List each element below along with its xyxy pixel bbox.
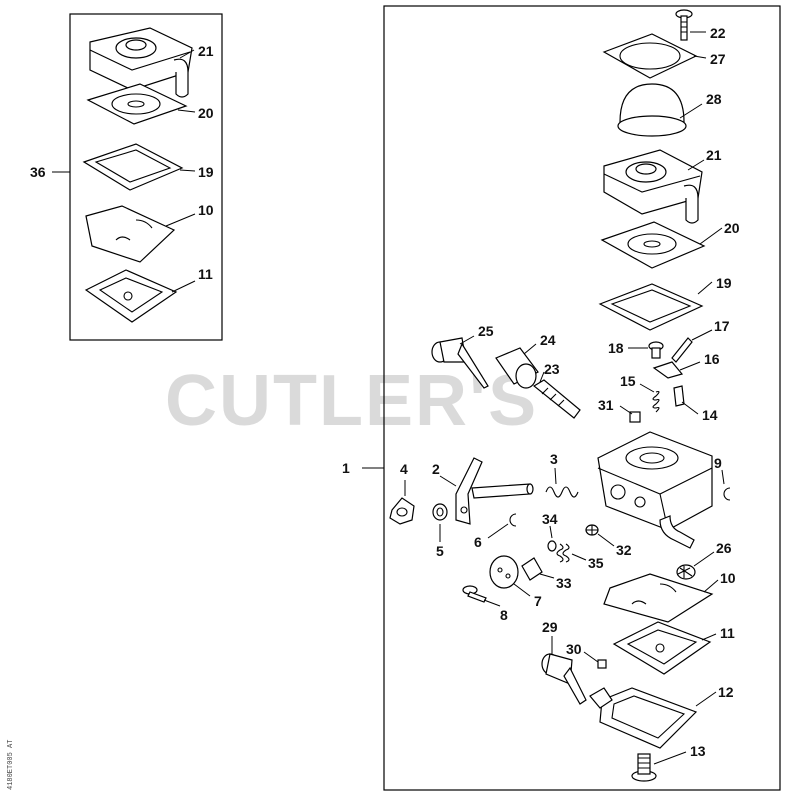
adjusting-screw-icon — [431, 337, 489, 389]
metering-diaphragm-icon — [85, 205, 176, 263]
throttle-plate-icon — [489, 555, 519, 589]
callout-13: 13 — [690, 743, 706, 759]
callout-29: 29 — [542, 619, 558, 635]
callout-16: 16 — [704, 351, 720, 367]
callout-21: 21 — [706, 147, 722, 163]
callout-7: 7 — [534, 593, 542, 609]
callout-35: 35 — [588, 555, 604, 571]
callout-34: 34 — [542, 511, 558, 527]
limiter-cap-icon — [495, 347, 539, 389]
callout-22: 22 — [710, 25, 726, 41]
callout-27: 27 — [710, 51, 726, 67]
metering-diaphragm-icon — [603, 573, 714, 623]
throttle-shaft-icon — [455, 457, 534, 525]
callout-9: 9 — [714, 455, 722, 471]
callout-4: 4 — [400, 461, 408, 477]
metering-gasket-icon — [84, 269, 178, 323]
callout-3: 3 — [550, 451, 558, 467]
screw-icon — [648, 341, 664, 359]
inlet-lever-icon — [652, 361, 684, 379]
screw-icon — [675, 9, 693, 41]
callout-10: 10 — [720, 570, 736, 586]
callout-18: 18 — [608, 340, 624, 356]
kit-frame — [69, 13, 223, 341]
callout-1: 1 — [342, 460, 350, 476]
callout-11: 11 — [720, 625, 735, 641]
inlet-needle-icon — [673, 385, 685, 407]
callout-23: 23 — [544, 361, 560, 377]
spring-icon — [545, 486, 579, 498]
left-callout-20: 20 — [198, 105, 214, 121]
carburetor-body-icon — [597, 431, 713, 549]
left-callout-21: 21 — [198, 43, 214, 59]
filter-screen-icon — [676, 564, 696, 580]
plug-icon — [521, 557, 543, 581]
callout-15: 15 — [620, 373, 636, 389]
end-cover-icon — [589, 687, 698, 749]
metering-gasket-icon — [612, 621, 712, 675]
callout-32: 32 — [616, 542, 632, 558]
callout-28: 28 — [706, 91, 722, 107]
callout-2: 2 — [432, 461, 440, 477]
diaphragm-icon — [600, 221, 706, 269]
callout-30: 30 — [566, 641, 582, 657]
callout-6: 6 — [474, 534, 482, 550]
clip-icon — [509, 513, 517, 527]
adjusting-screw-icon — [532, 379, 581, 419]
left-callout-10: 10 — [198, 202, 214, 218]
primer-bulb-icon — [617, 83, 687, 137]
assembly-frame — [383, 5, 781, 791]
drawing-code: 4180ET005 AT — [7, 740, 15, 790]
callout-19: 19 — [716, 275, 732, 291]
washer-icon — [432, 503, 448, 521]
pump-cover-icon — [603, 149, 703, 224]
nut-icon — [389, 497, 415, 525]
diaphragm-icon — [86, 83, 188, 125]
callout-8: 8 — [500, 607, 508, 623]
watermark: CUTLER'S — [165, 361, 538, 441]
callout-12: 12 — [718, 684, 734, 700]
callout-20: 20 — [724, 220, 740, 236]
plug-icon — [597, 659, 607, 669]
callout-24: 24 — [540, 332, 556, 348]
nozzle-icon — [629, 411, 641, 423]
callout-36: 36 — [30, 164, 46, 180]
screw-icon — [631, 753, 657, 782]
callout-5: 5 — [436, 543, 444, 559]
gasket-icon — [598, 283, 704, 331]
left-callout-19: 19 — [198, 164, 214, 180]
callout-26: 26 — [716, 540, 732, 556]
callout-25: 25 — [478, 323, 494, 339]
spring-icon — [556, 543, 570, 563]
check-valve-icon — [585, 524, 599, 536]
check-valve-icon — [547, 540, 557, 552]
clip-icon — [723, 487, 731, 501]
callout-14: 14 — [702, 407, 718, 423]
adjusting-screw-icon — [541, 653, 587, 705]
spring-icon — [652, 390, 660, 413]
callout-31: 31 — [598, 397, 614, 413]
pin-icon — [671, 337, 693, 363]
screw-icon — [462, 585, 487, 603]
callout-33: 33 — [556, 575, 572, 591]
pump-cover-icon — [89, 27, 193, 98]
gasket-icon — [82, 143, 184, 191]
callout-17: 17 — [714, 318, 730, 334]
left-callout-11: 11 — [198, 266, 213, 282]
cover-plate-icon — [602, 33, 698, 79]
